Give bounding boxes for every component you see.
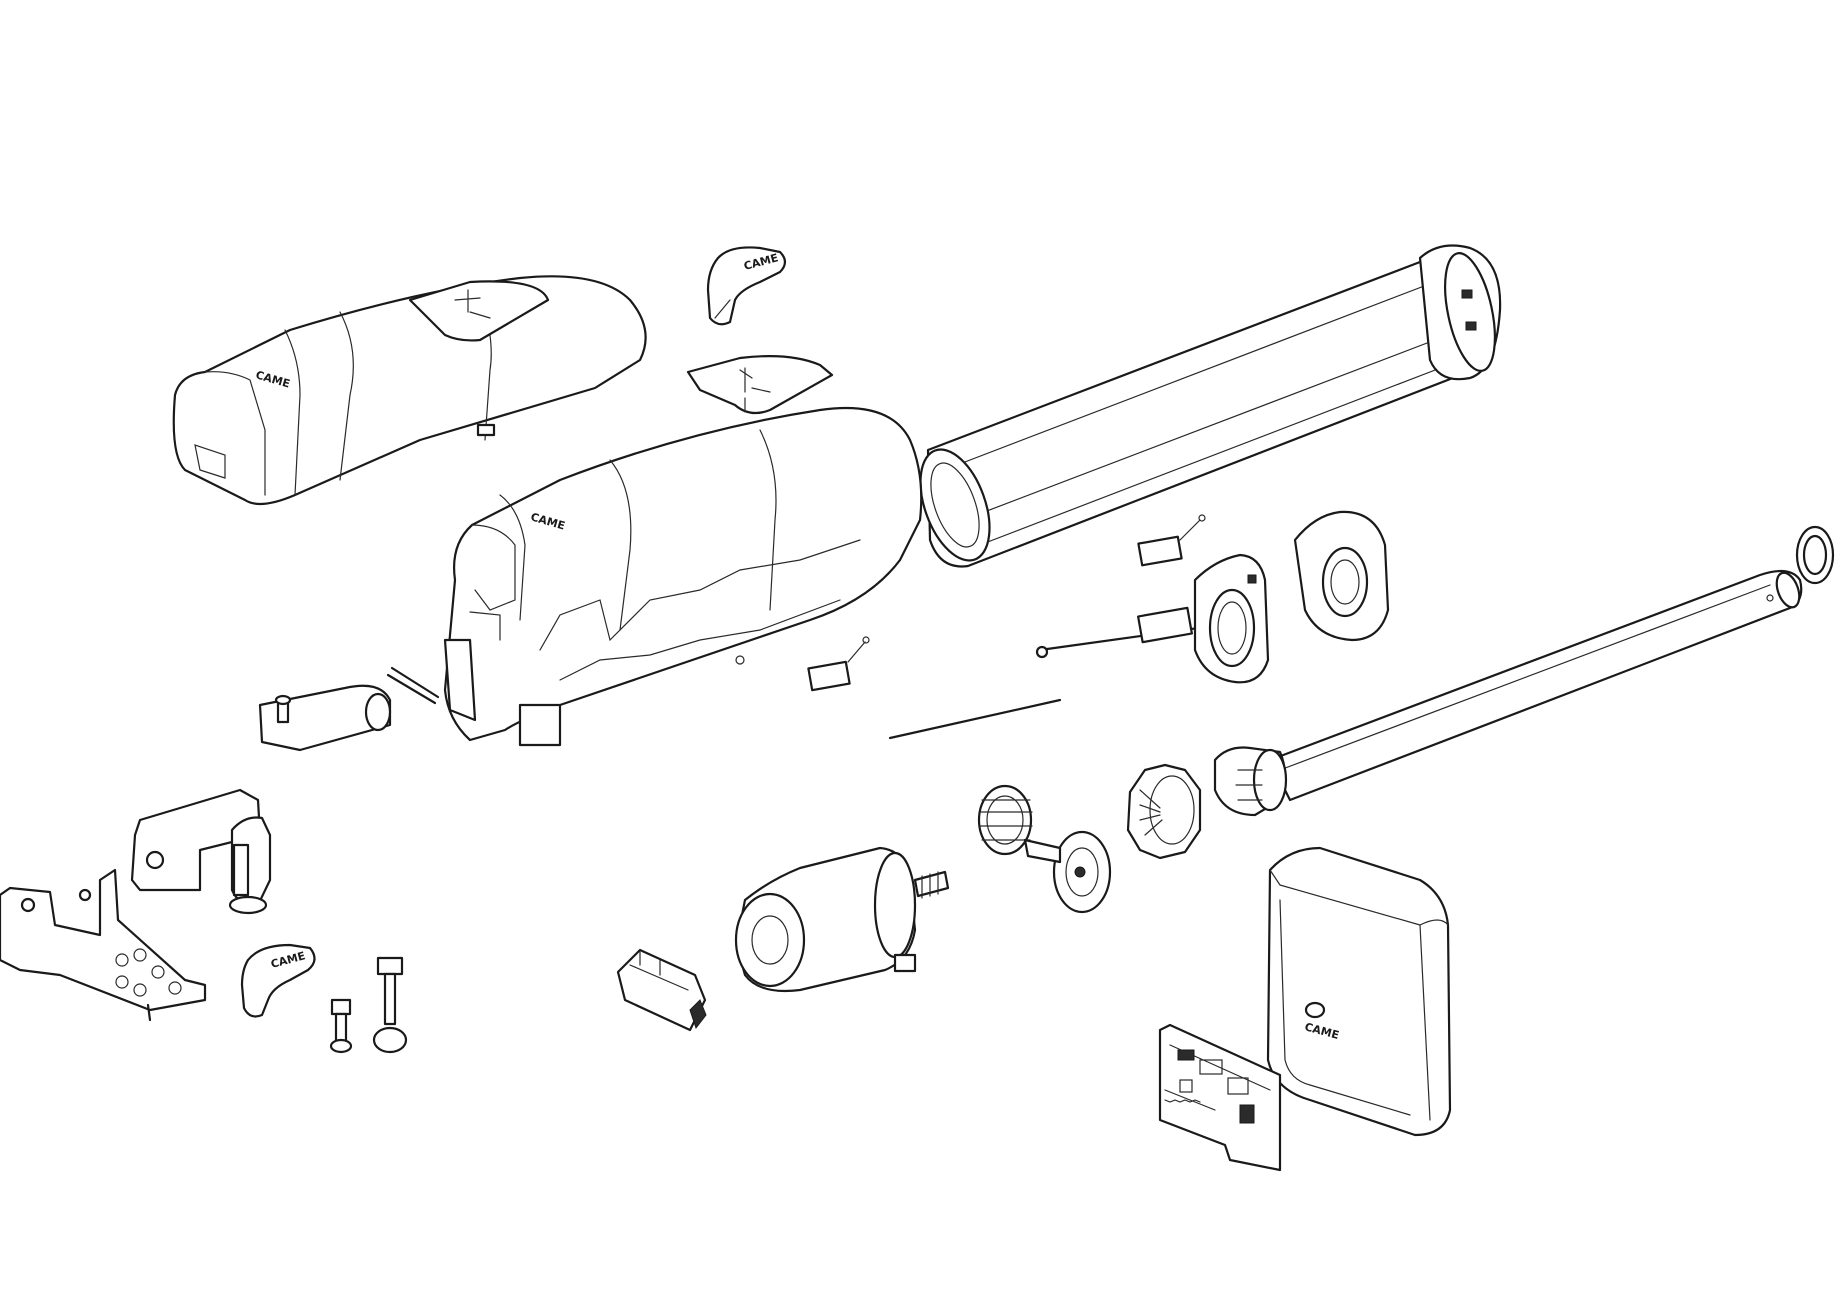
outer-tube (919, 260, 1470, 568)
fork-bracket (130, 788, 272, 915)
seal-ring (1795, 525, 1835, 585)
release-key-lower: CAME (240, 943, 316, 1018)
gear-wheel (977, 784, 1033, 856)
control-board (1158, 1023, 1282, 1172)
limit-switch-rod (888, 606, 1222, 740)
tube-end-cap (1418, 244, 1502, 381)
inner-screw-tube (1268, 569, 1803, 802)
limit-switch-plate-2 (1293, 510, 1390, 642)
top-cover: CAME (172, 275, 647, 506)
control-box: CAME (1266, 846, 1452, 1137)
nut-assembly (1213, 746, 1288, 817)
pin (386, 666, 440, 705)
gearmotor-housing: CAME (443, 406, 923, 747)
bolts (329, 956, 408, 1054)
motor (734, 846, 950, 993)
pinion-gear (1023, 830, 1112, 914)
front-bracket (0, 868, 207, 1022)
bevel-gear (1126, 763, 1202, 860)
microswitch-lower (807, 636, 870, 692)
connector-block (616, 948, 707, 1032)
limit-switch-plate-1 (1193, 553, 1270, 684)
microswitch-upper (1137, 514, 1206, 567)
release-hatch (686, 355, 834, 415)
rear-bracket (258, 684, 392, 752)
release-key-upper: CAME (706, 246, 787, 326)
